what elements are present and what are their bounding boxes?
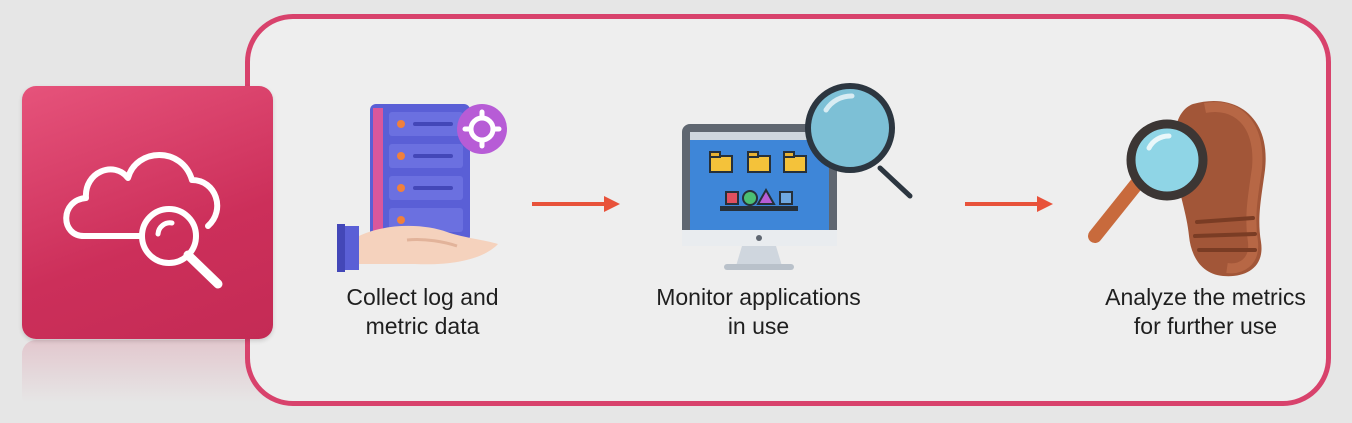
footprint-magnifier-icon <box>1085 96 1275 278</box>
step-label-line: for further use <box>1133 313 1278 339</box>
step-label-collect: Collect log and metric data <box>310 283 535 341</box>
step-label-monitor: Monitor applications in use <box>626 283 891 341</box>
step-label-analyze: Analyze the metrics for further use <box>1078 283 1333 341</box>
monitor-magnifier-icon <box>676 82 916 272</box>
cloud-search-icon <box>63 152 223 289</box>
step-label-line: metric data <box>365 313 480 339</box>
arrow-right-icon <box>532 196 620 212</box>
step-label-line: in use <box>727 313 790 339</box>
step-label-line: Analyze the metrics <box>1105 284 1306 310</box>
service-tile-reflection <box>22 340 273 410</box>
cloudwatch-service-tile <box>22 86 273 339</box>
arrow-right-icon <box>965 196 1053 212</box>
step-label-line: Monitor applications <box>656 284 861 310</box>
step-label-line: Collect log and <box>346 284 499 310</box>
server-hand-icon <box>335 98 510 276</box>
